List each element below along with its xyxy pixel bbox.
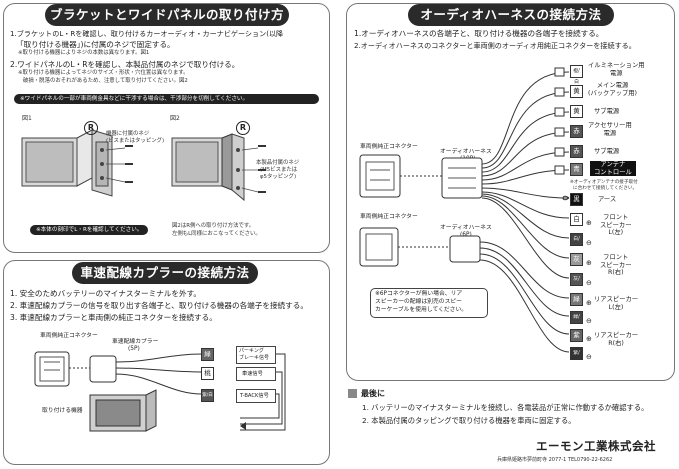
wire-chip-9: 灰 xyxy=(570,253,583,266)
audio-harness-6p-a: オーディオハーネス xyxy=(440,225,492,231)
finally-square-icon xyxy=(348,389,357,398)
speed-coupler-pins: (5P) xyxy=(128,346,140,352)
screw2-label-a: 本製品付属のネジ xyxy=(256,160,300,166)
bracket-step1-cont: 「取り付ける機器」)に付属のネジで固定する。 xyxy=(16,40,175,49)
audio-wiring-diagram xyxy=(359,67,570,353)
screw2-label-c: φ5タッピング) xyxy=(260,174,297,180)
audio-step2: 2.オーディオハーネスのコネクターと車両側のオーディオ用純正コネクターを接続する… xyxy=(354,41,636,50)
screw1-label-a: 機器に付属のネジ xyxy=(106,131,150,137)
bracket-panel xyxy=(3,3,330,253)
wire-chip-1: 黄 xyxy=(570,85,583,98)
speed-signal-parking: パーキング ブレーキ信号 xyxy=(236,346,276,364)
polarity-plus-4: ⊕ xyxy=(586,335,592,343)
wire-label-front-left: フロント スピーカー L(左) xyxy=(600,214,632,236)
audio-harness-6p-b: (6P) xyxy=(460,232,472,238)
audio-wire-list: 橙/白 イルミネーション用 電源 黄 メイン電源 (バックアップ用) 黄 サブ電… xyxy=(570,62,670,367)
wire-label-ground: アース xyxy=(598,196,617,203)
company-name: エーモン工業株式会社 xyxy=(536,439,656,453)
wire-chip-7: 白 xyxy=(570,213,583,226)
wire-label-illumination: イルミネーション用 電源 xyxy=(588,62,645,77)
speed-vehicle-connector-label: 車両側純正コネクター xyxy=(40,333,98,339)
wire-label-accessory: アクセサリー用 電源 xyxy=(588,122,632,137)
bracket-note2: ※取り付ける機器によってネジのサイズ・形状・穴位置は異なります。 xyxy=(18,70,189,76)
r-mark-2: R xyxy=(236,121,250,135)
bracket-figure-2 xyxy=(171,133,266,202)
audio-vehicle-connector-1: 車両側純正コネクター xyxy=(360,144,418,150)
bracket-warning: ※ワイドパネルの一部が車両側金具などに干渉する場合は、干渉部分を切削してください… xyxy=(14,94,319,104)
polarity-plus-1: ⊕ xyxy=(586,219,592,227)
speed-step1: 1. 安全のためバッテリーのマイナスターミナルを外す。 xyxy=(10,289,201,298)
bracket-note1: ※取り付ける機器によりネジの本数は異なります。図1 xyxy=(18,50,150,56)
polarity-minus-2: ⊖ xyxy=(586,279,592,287)
bracket-foot-right2: 左側もL同様におこなってください。 xyxy=(172,231,261,237)
speed-signal-tback: T-BACK信号 xyxy=(236,389,276,403)
bracket-foot-left: ※本体の刻印でL・Rを確認してください。 xyxy=(30,225,149,235)
polarity-plus-3: ⊕ xyxy=(586,299,592,307)
screw1-label-b: (ビスまたはタッピング) xyxy=(106,138,165,144)
wire-chip-10: 灰/黒 xyxy=(570,273,583,293)
audio-panel xyxy=(346,3,675,381)
wire-chip-11: 緑 xyxy=(570,293,583,306)
audio-step1: 1.オーディオハーネスの各端子と、取り付ける機器の各端子を接続する。 xyxy=(354,29,604,38)
wire-chip-3: 赤 xyxy=(570,125,583,138)
speed-signal-tback-label: T-BACK信号 xyxy=(240,393,269,399)
screw2-label-b: (M5ビスまたは xyxy=(260,167,298,173)
audio-title: オーディオハーネスの接続方法 xyxy=(408,4,614,26)
wire-chip-13: 紫 xyxy=(570,329,583,342)
wire-label-sub-power-2: サブ電源 xyxy=(594,148,620,155)
bracket-figure-1 xyxy=(21,129,133,197)
finally-step1: 1. バッテリーのマイナスターミナルを接続し、各電装品が正常に作動するか確認する… xyxy=(362,403,649,412)
wire-chip-0: 橙/白 xyxy=(570,65,583,85)
speed-signal-parking-l1: パーキング xyxy=(239,348,264,354)
wire-chip-2: 黄 xyxy=(570,105,583,118)
bracket-foot-right1: 図2はR側への取り付け方法です。 xyxy=(172,223,255,229)
polarity-plus-2: ⊕ xyxy=(586,259,592,267)
speed-wire-green: 緑 xyxy=(201,348,214,361)
audio-rear-note-2: スピーカーの配線は別売のスピー xyxy=(375,299,462,305)
wire-chip-8: 白/黒 xyxy=(570,233,583,253)
speed-signal-speed-label: 車速信号 xyxy=(242,371,263,377)
speed-coupler-label: 車速配線カプラー xyxy=(112,339,159,345)
r-mark-1: R xyxy=(84,121,98,135)
speed-wiring-diagram xyxy=(34,351,286,432)
wire-chip-5: 青 xyxy=(570,163,583,176)
bracket-step1: 1.ブラケットのL・Rを確認し、取り付けるカーオーディオ・カーナビゲーション(以… xyxy=(10,29,284,38)
audio-rear-note-3: カーケーブルを使用してください。 xyxy=(375,307,468,313)
wire-label-sub-power-1: サブ電源 xyxy=(594,108,620,115)
antenna-note-1: ※オーディオアンテナの接子取付 xyxy=(570,180,638,185)
speed-device-label: 取り付ける機器 xyxy=(42,408,83,414)
audio-harness-10p-a: オーディオハーネス xyxy=(440,149,492,155)
fig2-label: 図2 xyxy=(170,115,180,122)
wire-chip-4: 赤 xyxy=(570,145,583,158)
finally-step2: 2. 本製品付属のタッピングで取り付ける機器を車両に固定する。 xyxy=(362,416,576,425)
wire-chip-6: 黒 xyxy=(570,193,583,206)
wire-chip-14: 紫/黒 xyxy=(570,347,583,367)
bracket-step2: 2.ワイドパネルのL・Rを確認し、本製品付属のネジで取り付ける。 xyxy=(10,60,240,69)
audio-vehicle-connector-2: 車両側純正コネクター xyxy=(360,214,418,220)
polarity-minus-4: ⊖ xyxy=(586,353,592,361)
audio-rear-note-1: ※6Pコネクターが無い場合、リア xyxy=(375,291,463,297)
polarity-minus-1: ⊖ xyxy=(586,239,592,247)
fig1-label: 図1 xyxy=(22,115,32,122)
bracket-title: ブラケットとワイドパネルの取り付け方法 xyxy=(45,4,289,44)
wire-label-antenna: アンテナ コントロール xyxy=(590,161,636,176)
polarity-minus-3: ⊖ xyxy=(586,317,592,325)
company-address: 兵庫県姫路市夢前町寺 2077-1 TEL0790-22-6262 xyxy=(497,457,613,463)
speed-signal-speed: 車速信号 xyxy=(236,367,276,381)
wire-label-front-right: フロント スピーカー R(右) xyxy=(600,254,632,276)
speed-step2: 2. 車速配線カプラーの信号を取り出す各端子と、取り付ける機器の各端子を接続する… xyxy=(10,301,308,310)
audio-rear-note-box: ※6Pコネクターが無い場合、リア スピーカーの配線は別売のスピー カーケーブルを… xyxy=(370,288,488,318)
wire-label-rear-right: リアスピーカー R(右) xyxy=(594,332,639,347)
speed-signal-parking-l2: ブレーキ信号 xyxy=(239,355,270,361)
wire-chip-12: 緑/黒 xyxy=(570,311,583,331)
wire-label-main-power: メイン電源 (バックアップ用) xyxy=(588,82,637,97)
finally-title: 最後に xyxy=(361,389,385,398)
speed-wire-purple: 紫/白 xyxy=(201,389,214,402)
antenna-note-2: に合わせて接続してください。 xyxy=(573,186,638,191)
speed-wire-pink: 桃 xyxy=(201,367,214,380)
bracket-note3: 破損・脱落のおそれがあるため、注意して取り付けてください。図2 xyxy=(23,78,188,84)
wire-label-rear-left: リアスピーカー L(左) xyxy=(594,296,639,311)
speed-step3: 3. 車速配線カプラーと車両側の純正コネクターを接続する。 xyxy=(10,313,217,322)
speed-title: 車速配線カプラーの接続方法 xyxy=(72,262,258,284)
